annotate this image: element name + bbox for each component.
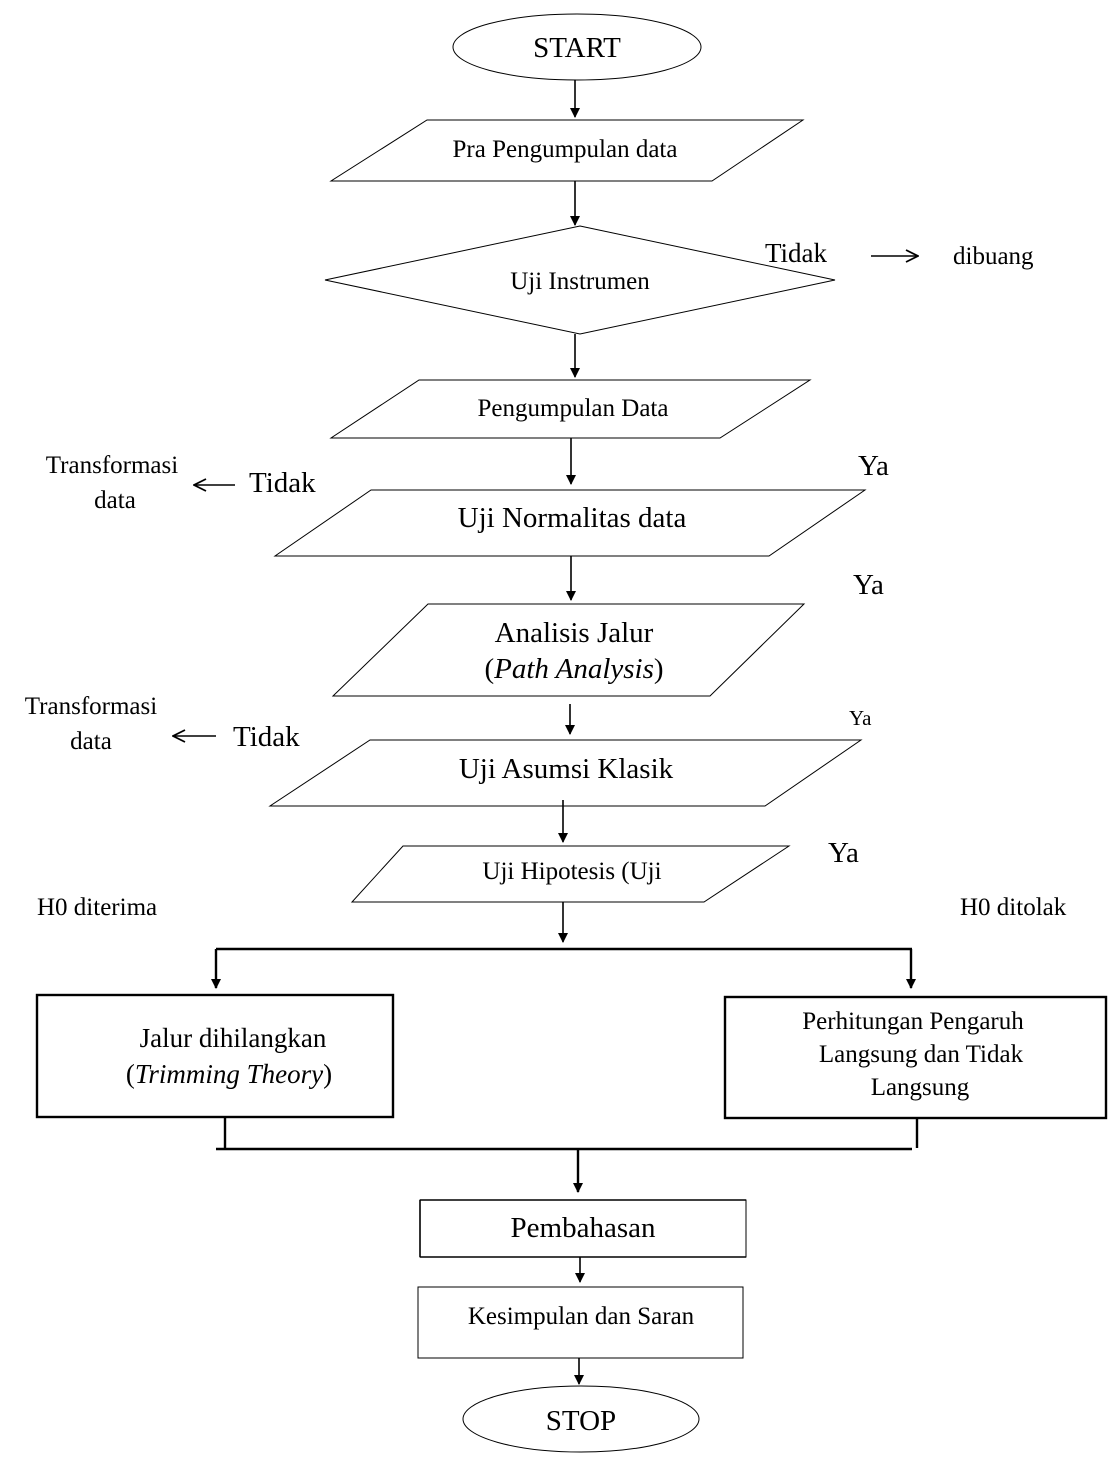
perhitungan-label-line3: Langsung bbox=[871, 1074, 970, 1101]
uji-asumsi-label: Uji Asumsi Klasik bbox=[459, 753, 674, 785]
tidak-asumsi-label: Tidak bbox=[233, 721, 300, 753]
perhitungan-label-line2: Langsung dan Tidak bbox=[819, 1041, 1024, 1068]
pengumpulan-node: Pengumpulan Data bbox=[329, 379, 812, 439]
analisis-label-line2: (Path Analysis) bbox=[484, 653, 663, 685]
pembahasan-node: Pembahasan bbox=[419, 1199, 747, 1258]
analisis-close-paren: ) bbox=[654, 653, 664, 685]
tidak-instrumen-label: Tidak bbox=[765, 238, 828, 268]
ya-2-label: Ya bbox=[853, 569, 884, 601]
pra-pengumpulan-label: Pra Pengumpulan data bbox=[453, 136, 678, 163]
transformasi-2-line1: Transformasi bbox=[25, 693, 157, 720]
tidak-normalitas-label: Tidak bbox=[249, 467, 316, 499]
analisis-open-paren: ( bbox=[484, 653, 494, 685]
analisis-jalur-node: Analisis Jalur (Path Analysis) bbox=[331, 603, 806, 697]
ya-1-label: Ya bbox=[858, 450, 889, 482]
transformasi-2-line2: data bbox=[70, 728, 112, 755]
pra-pengumpulan-node: Pra Pengumpulan data bbox=[329, 119, 805, 182]
jalur-open-paren: ( bbox=[126, 1059, 135, 1089]
uji-normalitas-node: Uji Normalitas data bbox=[273, 489, 867, 557]
perhitungan-node: Perhitungan Pengaruh Langsung dan Tidak … bbox=[723, 995, 1108, 1120]
perhitungan-label-line1: Perhitungan Pengaruh bbox=[802, 1008, 1024, 1035]
ya-3-label: Ya bbox=[849, 706, 872, 730]
jalur-italic: Trimming Theory bbox=[135, 1059, 323, 1089]
stop-label: STOP bbox=[546, 1405, 616, 1437]
uji-asumsi-node: Uji Asumsi Klasik bbox=[268, 739, 863, 807]
jalur-close-paren: ) bbox=[323, 1059, 332, 1089]
analisis-label-line1: Analisis Jalur bbox=[495, 617, 654, 649]
uji-instrumen-decision: Uji Instrumen bbox=[324, 225, 836, 335]
stop-terminator: STOP bbox=[462, 1385, 700, 1453]
analisis-italic: Path Analysis bbox=[493, 653, 654, 685]
uji-normalitas-label: Uji Normalitas data bbox=[458, 502, 687, 534]
dibuang-label: dibuang bbox=[953, 243, 1034, 270]
pengumpulan-label: Pengumpulan Data bbox=[478, 395, 669, 422]
jalur-label-line2: (Trimming Theory) bbox=[126, 1059, 332, 1089]
uji-instrumen-label: Uji Instrumen bbox=[510, 268, 650, 295]
kesimpulan-node: Kesimpulan dan Saran bbox=[417, 1286, 744, 1359]
start-label: START bbox=[533, 32, 621, 64]
kesimpulan-label: Kesimpulan dan Saran bbox=[468, 1303, 695, 1330]
jalur-dihilangkan-node: Jalur dihilangkan (Trimming Theory) bbox=[35, 993, 395, 1119]
transformasi-1-line1: Transformasi bbox=[46, 452, 178, 479]
h0-diterima-label: H0 diterima bbox=[37, 894, 157, 921]
start-terminator: START bbox=[452, 13, 702, 81]
jalur-label-line1: Jalur dihilangkan bbox=[140, 1023, 327, 1053]
ya-4-label: Ya bbox=[828, 837, 859, 869]
h0-ditolak-label: H0 ditolak bbox=[960, 894, 1067, 921]
uji-hipotesis-label: Uji Hipotesis (Uji bbox=[482, 858, 661, 885]
uji-hipotesis-node: Uji Hipotesis (Uji bbox=[350, 845, 791, 903]
transformasi-1-line2: data bbox=[94, 487, 136, 514]
pembahasan-label: Pembahasan bbox=[511, 1212, 656, 1244]
